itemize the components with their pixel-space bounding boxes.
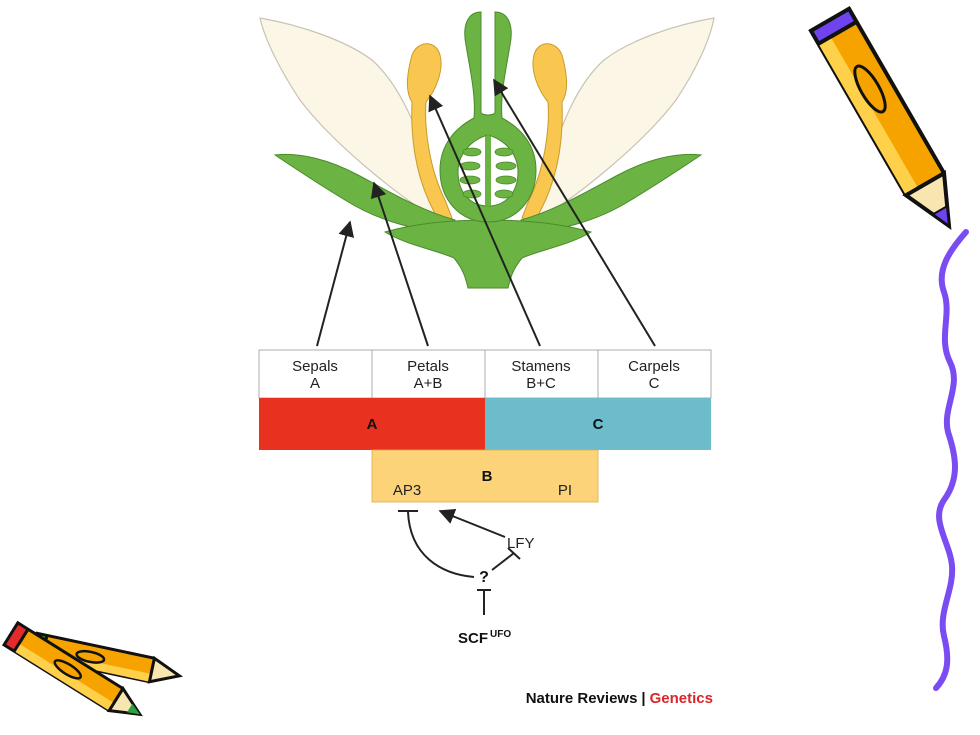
- organ-genes-petals: A+B: [414, 375, 443, 392]
- gene-ap3-label: AP3: [393, 482, 421, 499]
- class-c-label: C: [593, 416, 604, 433]
- organ-name-sepals: Sepals: [292, 358, 338, 375]
- gene-pi-label: PI: [558, 482, 572, 499]
- pencil-icon: [808, 6, 952, 231]
- scf-superscript: UFO: [490, 629, 511, 640]
- crossed-pencils-icon: [1, 620, 184, 717]
- class-a-label: A: [367, 416, 378, 433]
- wavy-line-decoration: [933, 229, 969, 691]
- sepal-right: [520, 153, 703, 233]
- flower-illustration: [259, 11, 715, 289]
- organ-label-row: Sepals A Petals A+B Stamens B+C Carpels …: [258, 349, 712, 399]
- arrow-carpels: [493, 78, 656, 347]
- regulatory-network: [398, 508, 521, 615]
- class-b-label: B: [482, 468, 493, 485]
- organ-genes-sepals: A: [310, 375, 320, 392]
- organ-name-carpels: Carpels: [628, 358, 680, 375]
- credit-separator: |: [641, 690, 645, 707]
- unknown-factor-label: ?: [479, 569, 489, 586]
- class-c-bar: [485, 398, 711, 450]
- class-a-bar: [259, 398, 485, 450]
- arrow-stamens: [428, 94, 541, 347]
- pointer-arrows: [316, 78, 656, 347]
- ovules: [459, 147, 517, 199]
- lfy-activation-arrow: [438, 508, 506, 538]
- organ-name-stamens: Stamens: [511, 358, 570, 375]
- sepal-left: [273, 153, 456, 233]
- lfy-to-unknown-line: [491, 552, 515, 571]
- journal-credit: Nature Reviews| Genetics: [526, 690, 713, 707]
- scf-main-text: SCF: [458, 630, 488, 647]
- arrow-petals: [370, 181, 429, 347]
- organ-name-petals: Petals: [407, 358, 449, 375]
- lfy-label: LFY: [507, 535, 535, 552]
- lfy-repression-bar: [507, 547, 521, 560]
- organ-genes-stamens: B+C: [526, 375, 556, 392]
- stamen-left: [406, 43, 453, 223]
- stamen-right: [521, 43, 568, 223]
- credit-journal: Nature Reviews: [526, 690, 638, 707]
- gene-class-bars: A C B AP3 PI: [259, 398, 711, 503]
- unknown-to-ap3-curve: [407, 511, 475, 578]
- class-b-bar: [371, 449, 599, 503]
- credit-section: Genetics: [650, 690, 713, 707]
- arrow-sepals: [316, 220, 355, 347]
- organ-genes-carpels: C: [649, 375, 660, 392]
- carpel-septum: [485, 136, 491, 206]
